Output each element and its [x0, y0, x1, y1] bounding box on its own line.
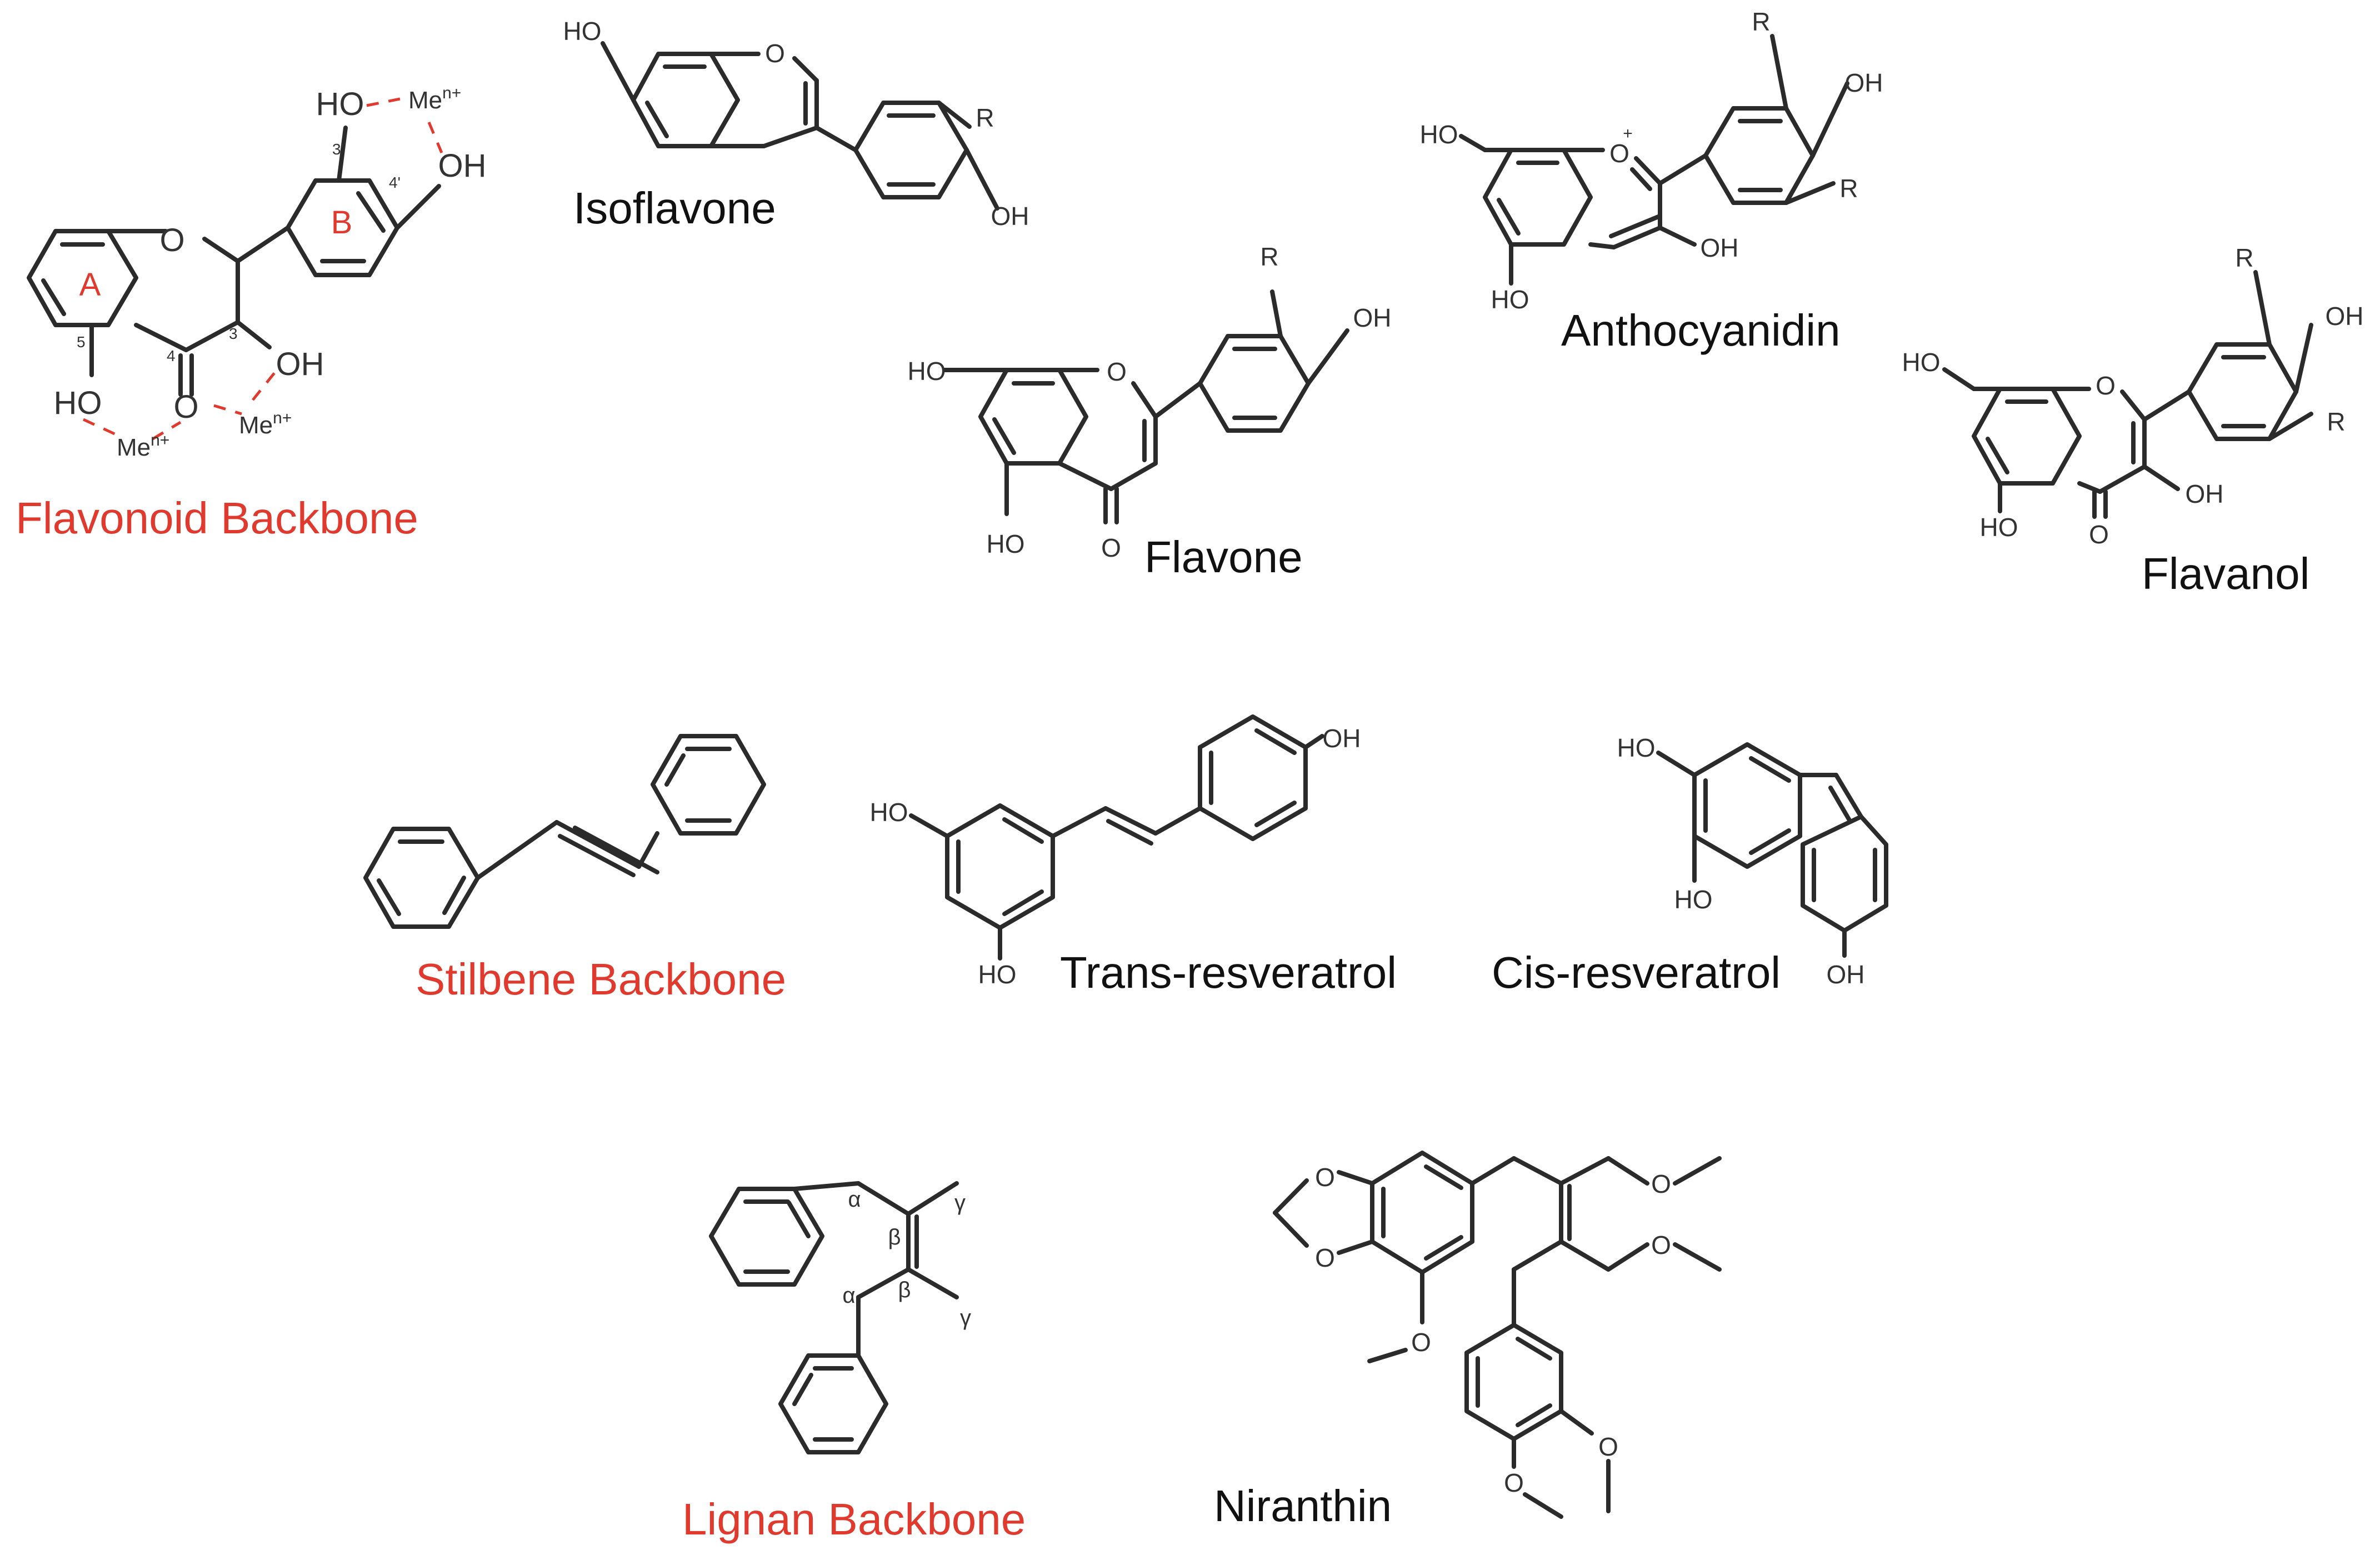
- isoflavone-title: Isoflavone: [573, 183, 776, 233]
- r-group-label: R: [1752, 7, 1770, 36]
- flavone-title: Flavone: [1144, 532, 1303, 582]
- r-group-label: R: [976, 103, 994, 132]
- r-group-label: R: [2235, 243, 2253, 272]
- hydroxyl-label: HO: [870, 798, 908, 827]
- anthocyanidin-title: Anthocyanidin: [1561, 306, 1841, 355]
- hydroxyl-3prime-label: HO: [316, 86, 364, 122]
- methoxy-oxygen-label: O: [1598, 1432, 1618, 1461]
- alpha-position-label: α: [848, 1187, 861, 1212]
- hydroxyl-label: OH: [1353, 303, 1392, 332]
- lignan-backbone-title: Lignan Backbone: [682, 1494, 1026, 1544]
- oxonium-charge-label: +: [1623, 124, 1633, 143]
- ring-oxygen-label: O: [1609, 139, 1629, 168]
- hydroxyl-5-label: HO: [54, 385, 102, 421]
- ring-oxygen-label: O: [2096, 371, 2116, 400]
- trans-resveratrol-structure: HO HO OH Trans-resveratrol: [870, 714, 1397, 997]
- position-3prime-label: 3': [332, 141, 344, 158]
- position-5-label: 5: [77, 333, 86, 351]
- ring-a-label: A: [79, 267, 101, 303]
- niranthin-structure: O O O O O O O Niranthin: [1214, 1151, 1722, 1531]
- ring-b-label: B: [331, 204, 353, 241]
- lignan-backbone-structure: α β γ α β γ Lignan Backbone: [682, 1181, 1026, 1544]
- hydroxyl-label: HO: [1902, 348, 1941, 377]
- methoxy-oxygen-label: O: [1504, 1468, 1524, 1497]
- hydroxyl-label: HO: [1617, 733, 1656, 762]
- ring-oxygen-label: O: [1107, 357, 1127, 386]
- hydroxyl-label: OH: [1701, 233, 1739, 262]
- hydroxyl-label: HO: [1980, 513, 2018, 542]
- hydroxyl-label: HO: [563, 17, 602, 46]
- methoxy-oxygen-label: O: [1651, 1231, 1671, 1259]
- carbonyl-oxygen-label: O: [1101, 533, 1121, 562]
- position-4prime-label: 4': [389, 174, 401, 191]
- ring-oxygen-label: O: [159, 222, 184, 258]
- hydroxyl-label: HO: [1491, 285, 1529, 314]
- hydroxyl-3-label: OH: [276, 346, 324, 382]
- hydroxyl-label: OH: [1845, 68, 1883, 97]
- hydroxyl-4prime-label: OH: [438, 148, 487, 184]
- hydroxyl-label: HO: [1674, 885, 1713, 914]
- ring-oxygen-label: O: [765, 39, 785, 68]
- metal-ion-label: Men+: [117, 431, 169, 461]
- flavonoid-backbone-structure: O O HO OH HO OH Men+ Men+ Men+ A B 3' 4'…: [16, 84, 487, 543]
- hydroxyl-label: OH: [1323, 724, 1361, 753]
- gamma-position-label: γ: [954, 1191, 966, 1215]
- carbonyl-oxygen-label: O: [2089, 520, 2109, 549]
- hydroxyl-label: HO: [1420, 120, 1458, 149]
- hydroxyl-label: HO: [978, 960, 1017, 989]
- methoxy-oxygen-label: O: [1411, 1328, 1431, 1357]
- flavone-structure: HO O HO O R OH Flavone: [908, 242, 1392, 582]
- trans-resveratrol-title: Trans-resveratrol: [1060, 948, 1397, 997]
- isoflavone-structure: HO O R OH Isoflavone: [563, 17, 1029, 233]
- flavonoid-backbone-title: Flavonoid Backbone: [16, 493, 418, 543]
- stilbene-backbone-structure: Stilbene Backbone: [363, 734, 786, 1004]
- cis-resveratrol-title: Cis-resveratrol: [1492, 948, 1781, 997]
- cis-resveratrol-structure: HO HO OH Cis-resveratrol: [1492, 733, 1888, 997]
- r-group-label: R: [1260, 242, 1278, 271]
- beta-position-label: β: [898, 1278, 911, 1302]
- stilbene-backbone-title: Stilbene Backbone: [416, 954, 786, 1004]
- anthocyanidin-structure: HO O + HO OH R OH R Anthocyanidin: [1420, 7, 1883, 355]
- niranthin-title: Niranthin: [1214, 1481, 1392, 1531]
- flavanol-title: Flavanol: [2142, 549, 2309, 598]
- metal-ion-label: Men+: [408, 84, 461, 114]
- position-4-label: 4: [167, 347, 176, 364]
- beta-position-label: β: [888, 1225, 901, 1249]
- hydroxyl-label: HO: [908, 357, 946, 386]
- gamma-position-label: γ: [960, 1306, 971, 1330]
- metal-ion-label: Men+: [239, 409, 292, 439]
- ether-oxygen-label: O: [1315, 1163, 1335, 1192]
- hydroxyl-label: OH: [2186, 479, 2224, 508]
- r-group-label: R: [1839, 174, 1858, 203]
- hydroxyl-label: OH: [991, 202, 1029, 231]
- ether-oxygen-label: O: [1315, 1243, 1335, 1272]
- position-3-label: 3: [229, 325, 238, 342]
- flavanol-structure: HO O HO O OH R OH R Flavanol: [1902, 243, 2364, 598]
- hydroxyl-label: OH: [1827, 960, 1865, 989]
- carbonyl-oxygen-label: O: [173, 389, 198, 425]
- alpha-position-label: α: [842, 1283, 855, 1308]
- r-group-label: R: [2327, 407, 2345, 436]
- methoxy-oxygen-label: O: [1651, 1169, 1671, 1198]
- hydroxyl-label: HO: [987, 529, 1025, 558]
- hydroxyl-label: OH: [2326, 302, 2364, 331]
